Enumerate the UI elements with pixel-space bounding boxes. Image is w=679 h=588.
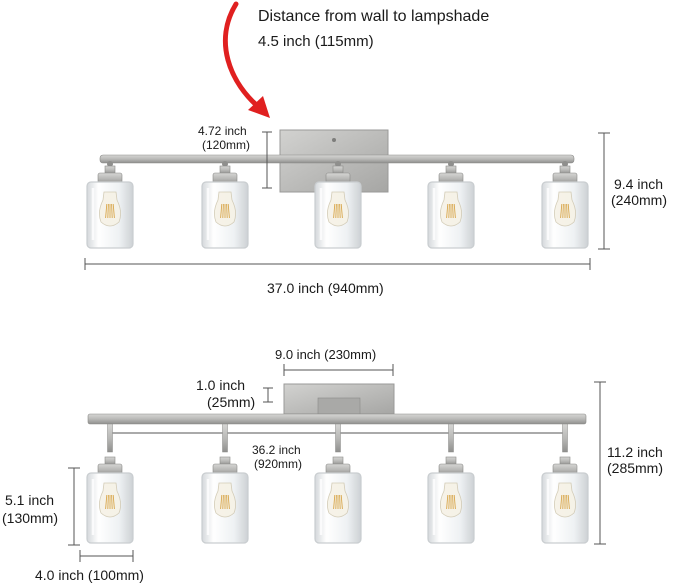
- bulb-filament: [333, 203, 336, 219]
- bulb-filament: [448, 494, 450, 510]
- bulb-filament: [562, 203, 564, 219]
- backplate-bracket: [317, 397, 361, 415]
- bottom-lamp-1: [86, 456, 134, 544]
- backplate-screw: [332, 138, 336, 142]
- curved-red-arrow-icon: [222, 1, 265, 113]
- arm-span-inch: 36.2 inch: [252, 443, 301, 457]
- bulb-filament: [448, 203, 450, 219]
- top-lamp-1: [86, 165, 134, 249]
- bulb-filament: [222, 494, 224, 510]
- bottom-lamp-2: [201, 456, 249, 544]
- bottom-arm-4: [448, 423, 454, 453]
- bottom-height-inch: 11.2 inch: [607, 444, 663, 460]
- bulb-filament: [340, 494, 343, 510]
- bulb-filament: [446, 203, 449, 219]
- distance-value: 4.5 inch (115mm): [258, 33, 374, 50]
- bulb-filament: [567, 494, 570, 510]
- shade-height-inch: 5.1 inch: [5, 492, 55, 508]
- bulb-filament: [227, 494, 230, 510]
- bulb-filament: [111, 203, 113, 219]
- bulb-filament: [112, 203, 115, 219]
- total-width-label: 37.0 inch (940mm): [267, 280, 384, 296]
- bulb-filament: [335, 203, 337, 219]
- top-lamp-mount-4: [448, 161, 454, 167]
- bottom-arm-1: [107, 423, 113, 453]
- bulb-filament: [333, 494, 336, 510]
- arm-span-mm: (920mm): [254, 457, 303, 471]
- bottom-height-mm: (285mm): [607, 460, 664, 476]
- top-lamp-3: [314, 165, 362, 249]
- bulb-filament: [452, 494, 454, 510]
- bulb-filament: [105, 494, 108, 510]
- bottom-arm-2: [222, 423, 228, 453]
- bulb-filament: [226, 203, 228, 219]
- shade-width-label: 4.0 inch (100mm): [35, 567, 144, 583]
- top-lamp-2: [201, 165, 249, 249]
- bulb-filament: [107, 494, 109, 510]
- backplate-height-mm: (120mm): [202, 138, 251, 152]
- depth-mm: (25mm): [207, 394, 256, 410]
- bulb-filament: [335, 494, 337, 510]
- bulb-filament: [112, 494, 115, 510]
- bulb-filament: [339, 203, 341, 219]
- bulb-filament: [453, 203, 456, 219]
- top-lamp-mount-5: [562, 161, 568, 167]
- arrow-head: [248, 96, 270, 118]
- bulb-filament: [226, 494, 228, 510]
- bulb-filament: [340, 203, 343, 219]
- top-lamp-mount-2: [222, 161, 228, 167]
- bulb-filament: [107, 203, 109, 219]
- bottom-lamp-4: [427, 456, 475, 544]
- top-lamp-mount-3: [335, 161, 341, 167]
- bottom-arm-3: [335, 423, 341, 453]
- bulb-filament: [220, 494, 223, 510]
- bulb-filament: [222, 203, 224, 219]
- top-lamp-4: [427, 165, 475, 249]
- bulb-filament: [567, 203, 570, 219]
- bulb-filament: [446, 494, 449, 510]
- top-height-inch: 9.4 inch: [614, 176, 664, 192]
- top-lamp-mount-1: [107, 161, 113, 167]
- bulb-filament: [566, 203, 568, 219]
- backplate-height-inch: 4.72 inch: [198, 124, 247, 138]
- bulb-filament: [566, 494, 568, 510]
- bulb-filament: [339, 494, 341, 510]
- bottom-lamp-5: [541, 456, 589, 544]
- bulb-filament: [560, 203, 563, 219]
- shade-height-mm: (130mm): [2, 510, 59, 526]
- backplate-width-label: 9.0 inch (230mm): [275, 347, 377, 362]
- bottom-lamp-3: [314, 456, 362, 544]
- bottom-crossbar: [87, 413, 587, 425]
- bottom-arm-5: [562, 423, 568, 453]
- depth-inch: 1.0 inch: [196, 377, 246, 393]
- top-lamp-5: [541, 165, 589, 249]
- bulb-filament: [227, 203, 230, 219]
- bulb-filament: [220, 203, 223, 219]
- bulb-filament: [562, 494, 564, 510]
- bulb-filament: [560, 494, 563, 510]
- bulb-filament: [111, 494, 113, 510]
- bulb-filament: [105, 203, 108, 219]
- top-height-mm: (240mm): [611, 192, 668, 208]
- bulb-filament: [452, 203, 454, 219]
- distance-title: Distance from wall to lampshade: [258, 8, 490, 25]
- bulb-filament: [453, 494, 456, 510]
